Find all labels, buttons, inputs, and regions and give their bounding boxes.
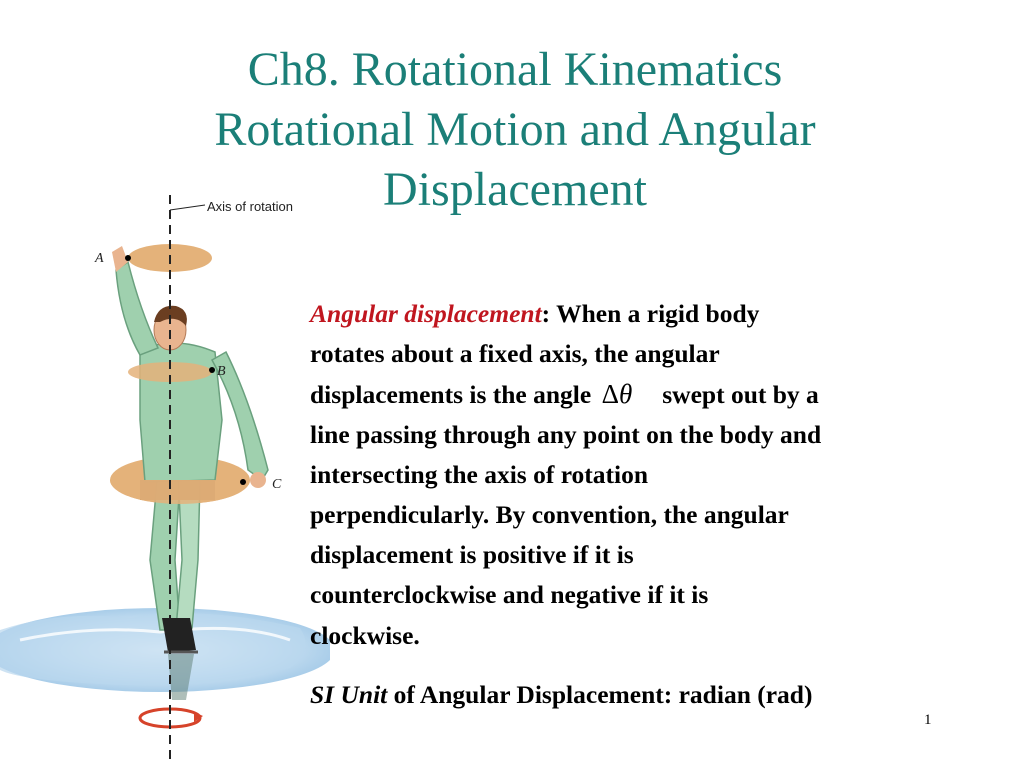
definition-term: Angular displacement <box>310 299 542 328</box>
delta-theta-symbol: Δθ <box>602 379 633 409</box>
skater-illustration: Axis of rotation A B C <box>0 0 330 768</box>
rotation-arrow-icon <box>138 707 203 729</box>
axis-leader-line <box>169 204 206 211</box>
point-label-a: A <box>94 251 104 266</box>
definition-line3-after: swept out by a <box>662 380 819 410</box>
si-unit-rest: of Angular Displacement: radian (rad) <box>387 680 813 709</box>
si-unit-line: SI Unit of Angular Displacement: radian … <box>310 680 1010 710</box>
definition-colon: : <box>541 299 551 328</box>
definition-line-3: displacements is the angle Δθ swept out b… <box>310 374 1010 414</box>
point-label-c: C <box>272 477 282 492</box>
skater-head <box>153 305 187 351</box>
definition-paragraph: Angular displacement: When a rigid body … <box>310 294 1010 656</box>
definition-line-2: rotates about a fixed axis, the angular <box>310 339 720 369</box>
definition-line3-before: displacements is the angle <box>310 380 592 410</box>
definition-line-9: clockwise. <box>310 620 420 650</box>
axis-label: Axis of rotation <box>207 199 293 214</box>
delta-symbol: Δ <box>601 379 619 410</box>
disk-a <box>125 244 212 272</box>
title-line-2: Rotational Motion and Angular <box>214 103 816 156</box>
definition-line-5: intersecting the axis of rotation <box>310 459 649 489</box>
title-line-1: Ch8. Rotational Kinematics <box>247 43 783 96</box>
definition-line-7: displacement is positive if it is <box>310 540 634 570</box>
point-label-b: B <box>217 364 226 379</box>
si-unit-label: SI Unit <box>310 680 388 709</box>
definition-line1-rest: When a rigid body <box>550 299 760 328</box>
definition-line-8: counterclockwise and negative if it is <box>310 580 709 610</box>
page-number: 1 <box>924 712 932 728</box>
theta-symbol: θ <box>618 379 633 410</box>
disk-c <box>110 479 250 504</box>
definition-line-4: line passing through any point on the bo… <box>310 419 822 449</box>
skater-figure-svg: Axis of rotation A B C <box>0 195 330 760</box>
title-line-3: Displacement <box>383 163 647 216</box>
slide-title: Ch8. Rotational Kinematics Rotational Mo… <box>100 40 930 220</box>
definition-line-1: Angular displacement: When a rigid body <box>310 294 1010 334</box>
disk-b <box>128 362 215 382</box>
definition-line-6: perpendicularly. By convention, the angu… <box>310 499 789 529</box>
ice-surface <box>0 608 330 692</box>
